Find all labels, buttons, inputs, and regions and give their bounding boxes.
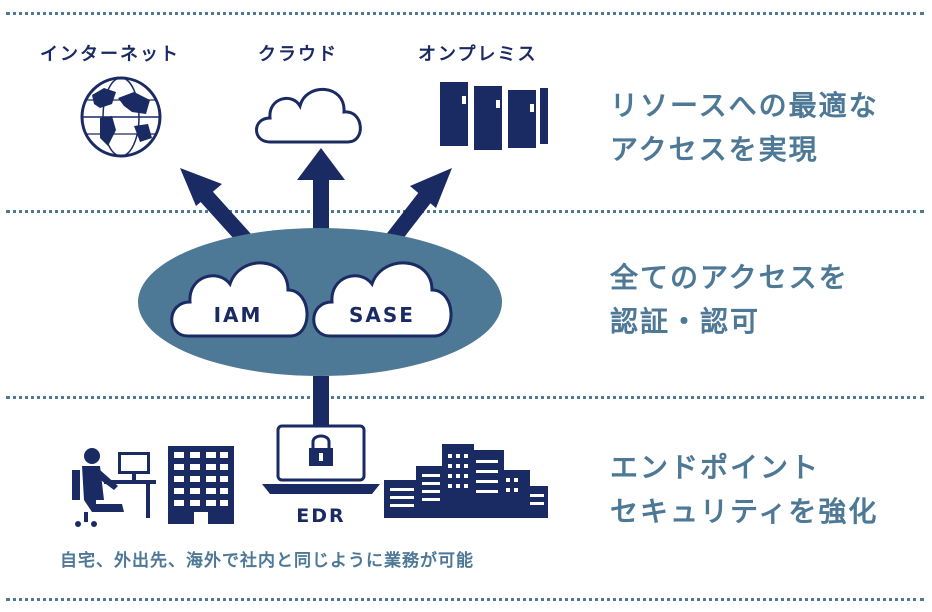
heading-line: 全てのアクセスを — [610, 261, 849, 294]
label-on-premises: オンプレミス — [418, 44, 538, 65]
divider-upper — [6, 210, 924, 213]
label-cloud: クラウド — [258, 44, 338, 65]
heading-line: エンドポイント — [610, 451, 821, 484]
divider-top — [6, 12, 924, 15]
iam-label: IAM — [214, 303, 263, 327]
sase-cloud — [312, 261, 453, 338]
office-building-icon — [168, 446, 234, 524]
sase-label: SASE — [349, 303, 415, 327]
heading-line: セキュリティを強化 — [610, 495, 879, 528]
iam-cloud — [170, 261, 309, 338]
divider-bottom — [6, 598, 924, 601]
edr-label: EDR — [296, 505, 345, 527]
heading-line: 認証・認可 — [610, 305, 761, 338]
caption: 自宅、外出先、海外で社内と同じように業務が可能 — [60, 551, 474, 571]
city-buildings-icon — [384, 444, 548, 518]
laptop-lock-icon — [262, 424, 380, 494]
heading-resource-access: リソースへの最適な アクセスを実現 — [610, 84, 879, 172]
globe-icon — [80, 76, 162, 158]
heading-endpoint-security: エンドポイント セキュリティを強化 — [610, 446, 878, 534]
heading-line: リソースへの最適な — [610, 89, 879, 122]
server-rack-icon — [440, 82, 548, 150]
person-at-desk-icon — [72, 448, 156, 527]
heading-line: アクセスを実現 — [610, 133, 819, 166]
connector-line — [313, 376, 329, 428]
cloud-icon — [255, 88, 362, 144]
heading-authentication: 全てのアクセスを 認証・認可 — [610, 256, 849, 344]
divider-lower — [6, 396, 924, 399]
label-internet: インターネット — [40, 44, 180, 65]
